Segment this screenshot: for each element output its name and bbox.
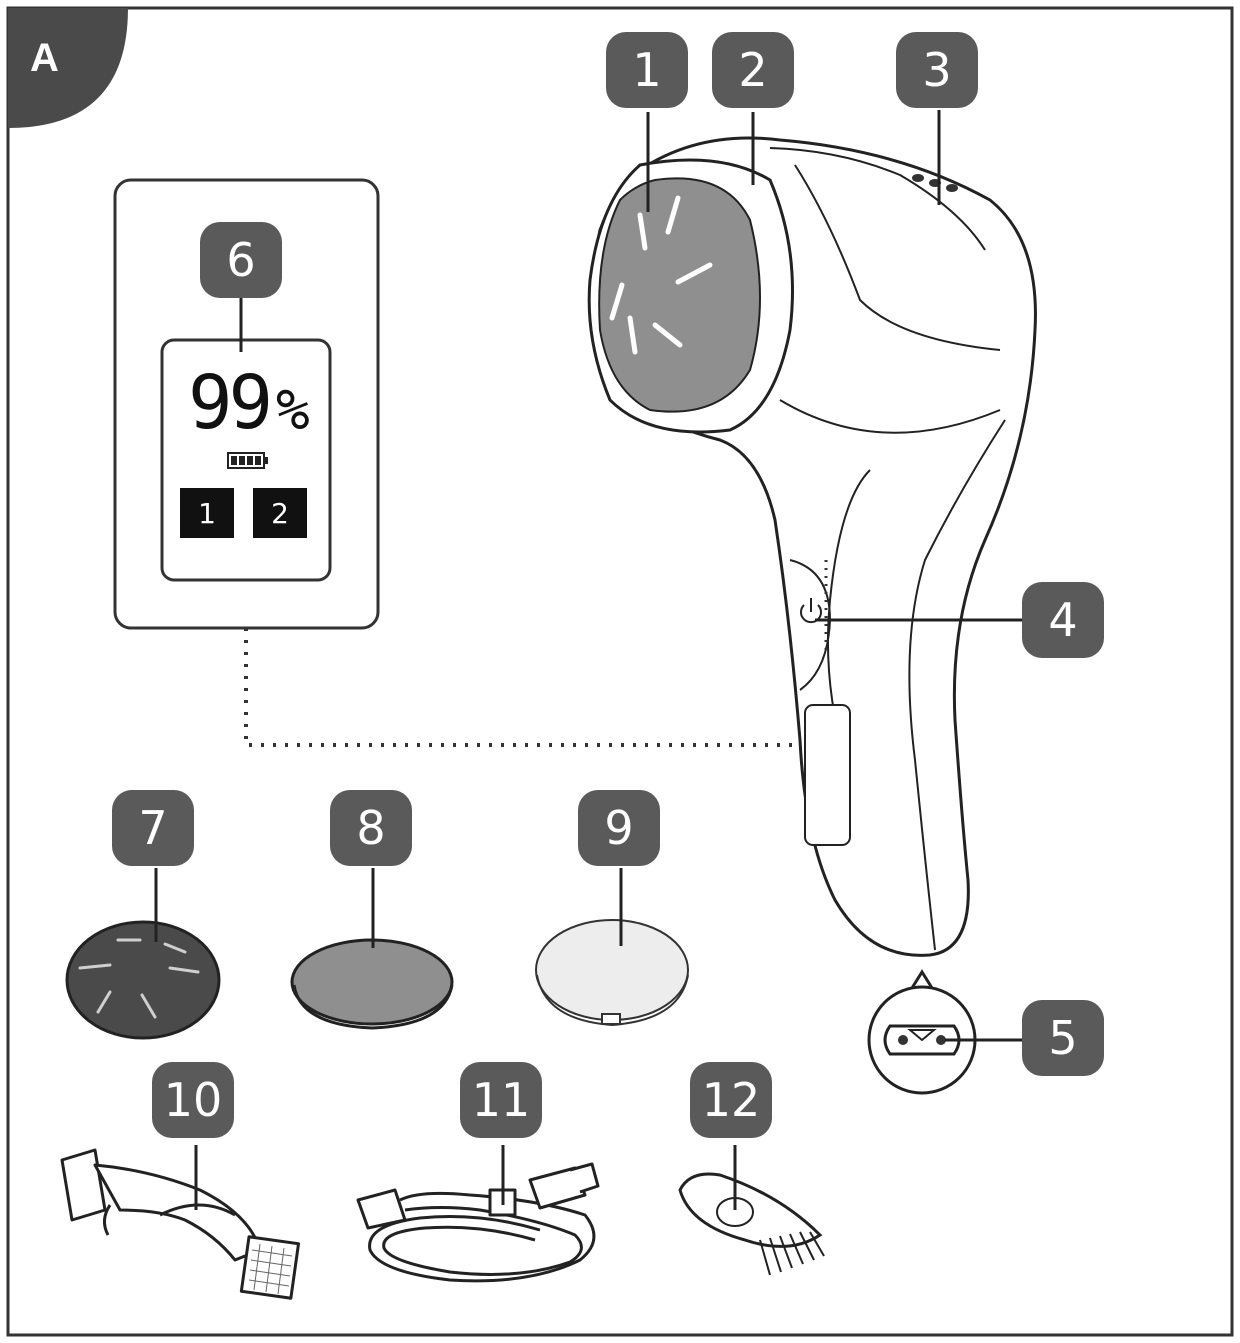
callout-12: 12 [690, 1062, 772, 1138]
battery-icon [227, 452, 268, 469]
callout-5: 5 [1022, 1000, 1104, 1076]
callout-7: 7 [112, 790, 194, 866]
body-contour-upper [769, 147, 986, 251]
disc-coarse [65, 920, 221, 1040]
callout-11: 11 [460, 1062, 542, 1138]
disc-protective-cap [535, 919, 689, 1027]
body-contour-neck [779, 399, 1001, 434]
mode-1-indicator: 1 [180, 488, 234, 538]
section-label: A [30, 36, 59, 80]
callout-6: 6 [200, 222, 282, 298]
device-display-window [804, 704, 851, 846]
holder-grid [248, 1243, 293, 1295]
charging-port-detail [867, 969, 977, 1095]
figure-border [6, 6, 1234, 1337]
accessory-holder [60, 1148, 301, 1300]
callout-9: 9 [578, 790, 660, 866]
callout-1: 1 [606, 32, 688, 108]
dotted-connector [244, 628, 800, 747]
body-contour-back [908, 419, 1006, 951]
callout-10: 10 [152, 1062, 234, 1138]
disc-medium [290, 938, 454, 1030]
mode-2-indicator: 2 [253, 488, 307, 538]
usb-cable [356, 1162, 600, 1283]
callout-4: 4 [1022, 582, 1104, 658]
cleaning-brush [678, 1172, 825, 1276]
power-icon [800, 598, 822, 624]
section-tab [8, 8, 128, 128]
callout-8: 8 [330, 790, 412, 866]
callout-3: 3 [896, 32, 978, 108]
roller-disc [598, 177, 761, 413]
battery-percent-value: 99 [188, 360, 273, 446]
body-contour-side [794, 164, 1001, 351]
callout-2: 2 [712, 32, 794, 108]
battery-percent-sign: % [276, 378, 310, 443]
